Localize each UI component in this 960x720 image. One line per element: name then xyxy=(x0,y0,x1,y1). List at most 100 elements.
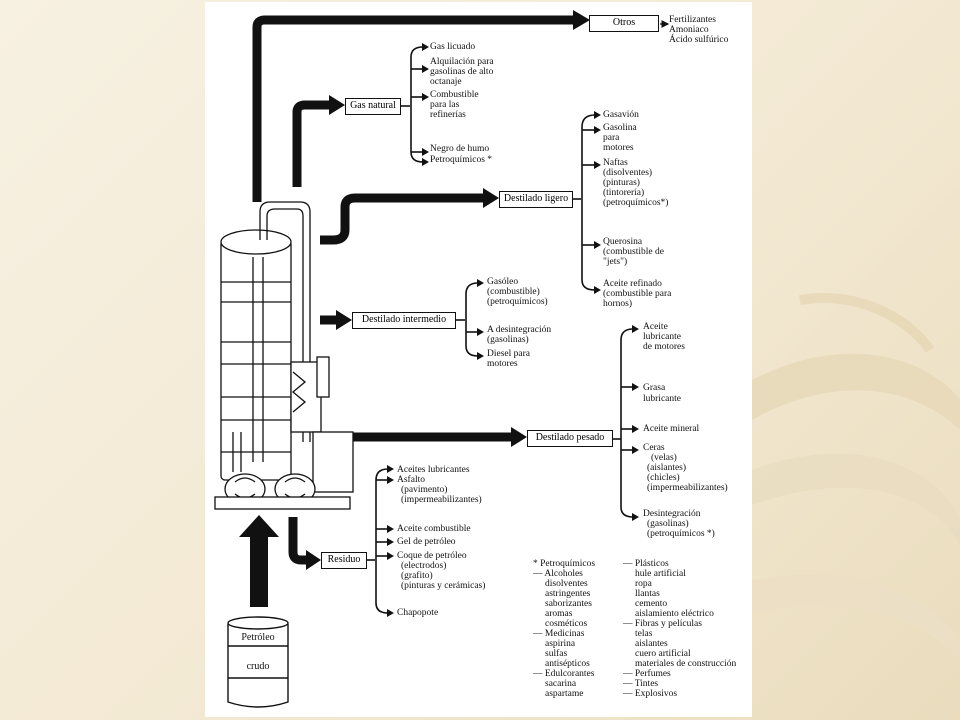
petro-col2-item: cuero artificial xyxy=(635,649,691,659)
petro-col1-item: astringentes xyxy=(545,589,591,599)
intermedio-item: motores xyxy=(487,359,518,369)
gas-natural-item: Alquilación para xyxy=(430,57,494,67)
petro-col1-item: — Edulcorantes xyxy=(533,669,595,679)
petro-col2-item: hule artificial xyxy=(635,569,686,579)
petro-col2-item: — Perfumes xyxy=(623,669,671,679)
petro-col1-item: aspartame xyxy=(545,689,584,699)
trunk-lines xyxy=(252,15,575,565)
node-residuo: Residuo xyxy=(321,552,367,569)
branch-gas-natural-heads xyxy=(422,43,429,166)
residuo-item: Aceite combustible xyxy=(397,524,471,534)
crude-barrel xyxy=(227,616,289,708)
pesado-item: (petroquímicos *) xyxy=(647,529,715,539)
pesado-item: Desintegración xyxy=(643,509,701,519)
residuo-item: Asfalto xyxy=(397,475,425,485)
ligero-item: Aceite refinado xyxy=(603,279,662,289)
intermedio-item: (gasolinas) xyxy=(487,335,529,345)
pesado-item: Aceite mineral xyxy=(643,424,700,434)
branch-intermedio-heads xyxy=(477,279,484,360)
residuo-item: Gel de petróleo xyxy=(397,537,456,547)
petro-col1-item: — Alcoholes xyxy=(533,569,583,579)
pesado-item: Aceite xyxy=(643,322,668,332)
ligero-item: hornos) xyxy=(603,299,633,309)
crude-label-2: crudo xyxy=(246,661,270,672)
petro-col2-item: aislamiento eléctrico xyxy=(635,609,714,619)
feed-arrow xyxy=(239,515,279,607)
ligero-item: para xyxy=(603,133,620,143)
ligero-item: Gasavión xyxy=(603,110,639,120)
branch-gas-natural xyxy=(400,46,424,163)
branch-ligero-heads xyxy=(594,111,601,294)
petro-col1-item: saborizantes xyxy=(545,599,592,609)
ligero-item: (petroquímicos*) xyxy=(603,198,669,208)
gas-natural-item: Combustible xyxy=(430,90,479,100)
pesado-item: Grasa xyxy=(643,383,666,393)
petro-col1-item: aromas xyxy=(545,609,573,619)
residuo-item: (grafito) xyxy=(401,571,433,581)
branch-ligero xyxy=(571,114,596,291)
intermedio-item: (combustible) xyxy=(487,287,540,297)
ligero-item: "jets") xyxy=(603,257,628,267)
residuo-item: Chapopote xyxy=(397,608,439,618)
branch-pesado xyxy=(611,328,634,518)
pesado-item: (gasolinas) xyxy=(647,519,689,529)
trunk-arrowheads xyxy=(306,10,590,570)
gas-natural-item: Negro de humo xyxy=(430,144,490,154)
otros-item: Amoniaco xyxy=(669,25,709,35)
ligero-item: Querosina xyxy=(603,237,643,247)
ligero-item: motores xyxy=(603,143,634,153)
branch-residuo xyxy=(365,468,389,614)
pesado-item: (aislantes) xyxy=(647,463,687,473)
petro-col2-item: llantas xyxy=(635,589,660,599)
node-otros: Otros xyxy=(589,15,659,32)
intermedio-item: A desintegración xyxy=(487,325,552,335)
petro-col2-item: materiales de construcción xyxy=(635,659,737,669)
petro-col2-item: — Plásticos xyxy=(623,559,669,569)
pesado-item: de motores xyxy=(643,342,685,352)
ligero-item: (combustible para xyxy=(603,289,672,299)
otros-item: Fertilizantes xyxy=(669,15,716,25)
intermedio-item: (petroquímicos) xyxy=(487,297,548,307)
ligero-item: (disolventes) xyxy=(603,168,653,178)
petro-col1-item: aspirina xyxy=(545,639,576,649)
ligero-item: Gasolina xyxy=(603,123,637,133)
intermedio-item: Diesel para xyxy=(487,349,530,359)
residuo-item: (electrodos) xyxy=(401,561,447,571)
gas-natural-item: gasolinas de alto xyxy=(430,67,494,77)
residuo-item: (pinturas y cerámicas) xyxy=(401,581,486,591)
residuo-item: Aceites lubricantes xyxy=(397,465,470,475)
diagram-ink xyxy=(214,10,670,708)
node-destilado-ligero: Destilado ligero xyxy=(499,191,573,208)
residuo-item: (impermeabilizantes) xyxy=(401,495,482,505)
pesado-item: (velas) xyxy=(651,453,677,463)
ligero-item: Naftas xyxy=(603,158,628,168)
gas-natural-item: Gas licuado xyxy=(430,42,476,52)
gas-natural-item: para las xyxy=(430,100,460,110)
pesado-item: lubricante xyxy=(643,332,681,342)
petro-col2-item: cemento xyxy=(635,599,668,609)
node-destilado-intermedio: Destilado intermedio xyxy=(352,312,456,329)
ligero-item: (tintorería) xyxy=(603,188,645,198)
petro-col1-item: sacarina xyxy=(545,679,577,689)
diagram-page: Petróleo crudo Otros Gas natural Destila… xyxy=(205,2,752,717)
branch-residuo-heads xyxy=(387,465,394,617)
petro-col2-item: aislantes xyxy=(635,639,668,649)
otros-item: Ácido sulfúrico xyxy=(669,35,729,45)
ligero-item: (pinturas) xyxy=(603,178,640,188)
petro-col1-item: * Petroquímicos xyxy=(533,559,596,569)
pesado-item: (impermeabilizantes) xyxy=(647,483,728,493)
intermedio-item: Gasóleo xyxy=(487,277,519,287)
gas-natural-item: refinerías xyxy=(430,110,466,120)
petro-col1-item: antisépticos xyxy=(545,659,590,669)
petro-col2-item: — Explosivos xyxy=(623,689,678,699)
petro-col2-item: ropa xyxy=(635,579,652,589)
petro-col1-item: cosméticos xyxy=(545,619,588,629)
crude-label-1: Petróleo xyxy=(241,632,275,643)
petro-col2-item: — Tintes xyxy=(623,679,659,689)
pesado-item: (chicles) xyxy=(647,473,680,483)
petro-col1-item: sulfas xyxy=(545,649,568,659)
petro-col1-item: disolventes xyxy=(545,579,588,589)
ligero-item: (combustible de xyxy=(603,247,664,257)
gas-natural-item: octanaje xyxy=(430,77,462,87)
